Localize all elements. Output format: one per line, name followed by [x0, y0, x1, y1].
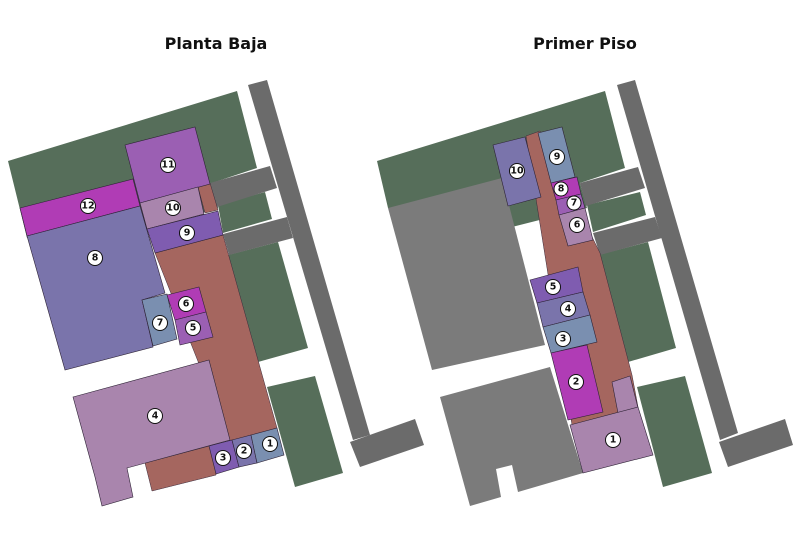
- svg-text:5: 5: [190, 323, 197, 334]
- plan-title: Planta Baja: [165, 34, 268, 53]
- ground-floor-roof: [388, 178, 545, 370]
- room-label-6: 6: [569, 217, 585, 233]
- svg-text:2: 2: [573, 377, 580, 388]
- street: [617, 80, 738, 440]
- room-label-5: 5: [185, 320, 201, 336]
- svg-text:8: 8: [92, 253, 99, 264]
- svg-text:8: 8: [558, 184, 565, 195]
- room-label-11: 11: [160, 157, 176, 173]
- svg-text:7: 7: [571, 198, 578, 209]
- svg-text:12: 12: [81, 201, 94, 212]
- svg-text:10: 10: [166, 203, 180, 214]
- svg-text:4: 4: [565, 304, 572, 315]
- room-label-8: 8: [553, 181, 569, 197]
- room-label-10: 10: [509, 163, 525, 179]
- svg-text:6: 6: [574, 220, 581, 231]
- room-label-5: 5: [545, 279, 561, 295]
- room-label-7: 7: [566, 195, 582, 211]
- svg-text:5: 5: [550, 282, 557, 293]
- room-label-6: 6: [178, 296, 194, 312]
- svg-text:9: 9: [184, 228, 191, 239]
- room-label-10: 10: [165, 200, 181, 216]
- room-label-4: 4: [560, 301, 576, 317]
- ground-floor-roof: [440, 367, 583, 506]
- room-label-9: 9: [179, 225, 195, 241]
- svg-text:11: 11: [161, 160, 174, 171]
- room-label-2: 2: [568, 374, 584, 390]
- garden-strip: [598, 242, 676, 362]
- room-label-3: 3: [555, 331, 571, 347]
- plan-title: Primer Piso: [533, 34, 637, 53]
- plan-planta-baja: Planta Baja 11 12 10 9 8 7 6 5 4 3 2: [8, 34, 424, 507]
- room-label-12: 12: [80, 198, 96, 214]
- svg-text:9: 9: [554, 152, 561, 163]
- street-connector: [593, 217, 662, 255]
- garden-strip: [637, 376, 712, 487]
- room-label-8: 8: [87, 250, 103, 266]
- garden-strip: [228, 242, 308, 362]
- svg-text:7: 7: [157, 318, 164, 329]
- street-connector: [580, 167, 645, 206]
- street-connector: [223, 217, 293, 255]
- street: [719, 419, 793, 467]
- svg-text:10: 10: [510, 166, 524, 177]
- svg-text:4: 4: [152, 411, 159, 422]
- plan-primer-piso: Primer Piso 10 9 8 7 6 5 4 3 2 1: [377, 34, 793, 506]
- room-label-3: 3: [215, 450, 231, 466]
- street: [248, 80, 370, 440]
- street-connector: [210, 166, 277, 207]
- svg-text:3: 3: [560, 334, 567, 345]
- garden-strip: [587, 192, 646, 232]
- room-8[interactable]: [26, 205, 166, 371]
- room-label-7: 7: [152, 315, 168, 331]
- svg-text:2: 2: [241, 446, 248, 457]
- room-4[interactable]: [72, 359, 231, 507]
- room-label-1: 1: [605, 432, 621, 448]
- room-label-4: 4: [147, 408, 163, 424]
- room-label-2: 2: [236, 443, 252, 459]
- svg-text:1: 1: [267, 439, 274, 450]
- svg-text:1: 1: [610, 435, 617, 446]
- room-label-1: 1: [262, 436, 278, 452]
- svg-text:6: 6: [183, 299, 190, 310]
- street: [350, 419, 424, 467]
- garden-strip: [267, 376, 343, 487]
- room-label-9: 9: [549, 149, 565, 165]
- svg-text:3: 3: [220, 453, 227, 464]
